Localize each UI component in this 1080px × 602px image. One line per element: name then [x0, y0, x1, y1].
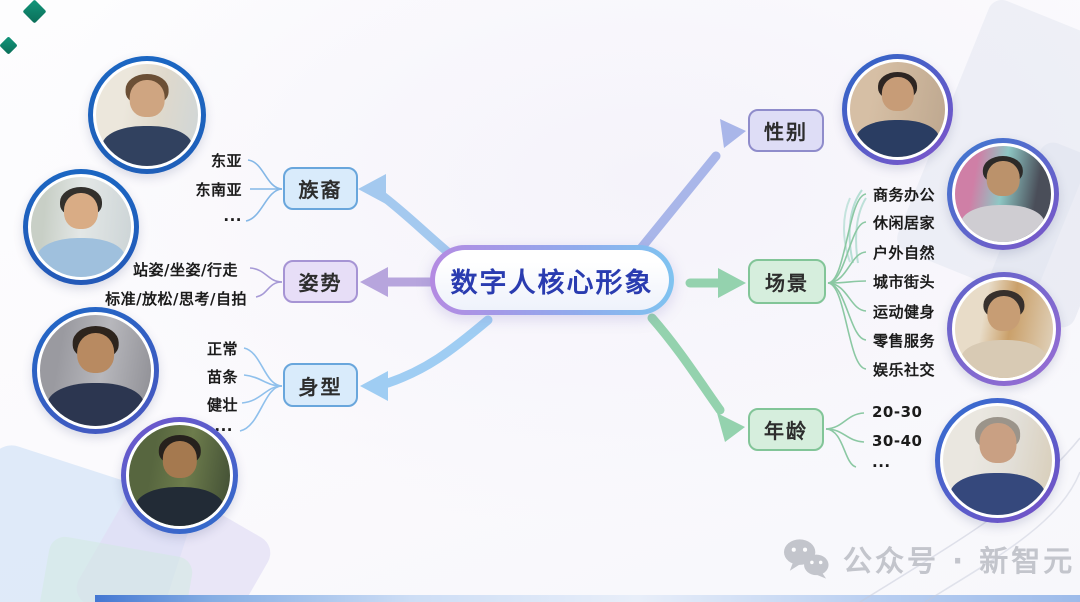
- leaf-scene-item: 城市街头: [873, 273, 936, 291]
- avatar-torso: [949, 472, 1046, 515]
- avatar-torso: [37, 238, 125, 277]
- avatar-photo: [940, 403, 1055, 518]
- leaf-body-type-item: 健壮: [206, 396, 238, 414]
- connector-scene: [827, 282, 867, 370]
- node-scene: 场景: [748, 259, 826, 304]
- avatar-face: [162, 441, 197, 478]
- avatar-woman-blue-pharmacy: [23, 169, 139, 285]
- connector-body-type: [239, 385, 283, 432]
- avatar-face: [987, 295, 1021, 331]
- avatar-torso: [960, 339, 1048, 378]
- watermark: 公众号 · 新智元: [783, 538, 1075, 580]
- avatar-torso: [102, 126, 192, 166]
- avatar-woman-navy-dress: [842, 54, 953, 165]
- leaf-pose-item: 标准/放松/思考/自拍: [105, 290, 247, 308]
- avatar-face: [76, 332, 115, 373]
- leaf-age-item: ...: [872, 453, 891, 471]
- node-ethnicity-label: 族裔: [298, 178, 343, 202]
- leaf-body-type-item: 正常: [206, 340, 238, 358]
- connector-scene: [827, 221, 867, 284]
- node-gender-label: 性别: [764, 120, 808, 144]
- leaf-ethnicity-item: 东南亚: [195, 181, 242, 199]
- avatar-face: [64, 193, 98, 229]
- node-age: 年龄: [748, 408, 824, 451]
- arrow-age: [647, 313, 745, 442]
- connector-ethnicity: [245, 188, 283, 222]
- arrow-body-type: [360, 315, 493, 401]
- avatar-man-navy-kitchen: [88, 56, 206, 174]
- leaf-ethnicity-item: 东亚: [210, 152, 242, 170]
- connector-age: [825, 428, 857, 468]
- node-body-type: 身型: [283, 363, 358, 407]
- avatar-photo: [126, 422, 233, 529]
- leaf-age-item: 20-30: [872, 403, 923, 421]
- connector-scene: [827, 251, 867, 284]
- node-age-label: 年龄: [764, 419, 808, 443]
- avatar-torso: [960, 204, 1046, 242]
- node-pose-label: 姿势: [298, 271, 343, 295]
- avatar-older-woman-cafe: [947, 272, 1061, 386]
- avatar-older-man-kitchen: [935, 398, 1060, 523]
- avatar-photo: [93, 61, 201, 169]
- connector-pose: [255, 281, 283, 298]
- grass-decoration: [843, 197, 851, 263]
- avatar-torso: [46, 382, 145, 426]
- connector-scene: [827, 193, 867, 284]
- leaf-scene-item: 零售服务: [873, 332, 936, 350]
- arrow-scene: [685, 268, 746, 298]
- node-scene-label: 场景: [765, 271, 809, 295]
- leaf-ethnicity-item: ...: [223, 207, 242, 225]
- leaf-scene-item: 运动健身: [873, 303, 936, 321]
- center-node: 数字人核心形象: [430, 245, 674, 315]
- bottom-gradient-bar: [95, 595, 1080, 602]
- avatar-face: [978, 423, 1017, 463]
- avatar-man-hoodie-graffiti: [947, 138, 1059, 250]
- avatar-woman-jacket-forest: [121, 417, 238, 534]
- connector-pose: [249, 267, 283, 283]
- connector-age: [825, 412, 865, 430]
- avatar-face: [881, 77, 914, 112]
- avatar-torso: [135, 486, 224, 526]
- avatar-photo: [952, 143, 1054, 245]
- leaf-scene-item: 休闲居家: [873, 214, 936, 232]
- center-node-label: 数字人核心形象: [450, 267, 654, 299]
- wechat-icon: [783, 539, 829, 579]
- node-ethnicity: 族裔: [283, 167, 358, 210]
- avatar-man-suit-street: [32, 307, 159, 434]
- node-body-type-label: 身型: [298, 374, 343, 399]
- avatar-photo: [37, 312, 154, 429]
- center-node-inner: 数字人核心形象: [435, 250, 669, 310]
- leaf-body-type-item: ...: [214, 417, 233, 435]
- node-gender: 性别: [748, 109, 824, 152]
- avatar-face: [129, 80, 165, 118]
- connector-body-type: [243, 347, 283, 387]
- avatar-face: [986, 161, 1020, 196]
- watermark-text: 公众号 · 新智元: [843, 544, 1076, 578]
- avatar-photo: [28, 174, 134, 280]
- leaf-scene-item: 商务办公: [873, 186, 936, 204]
- avatar-torso: [855, 119, 940, 157]
- connector-ethnicity: [247, 159, 283, 190]
- leaf-pose-item: 站姿/坐姿/行走: [133, 261, 238, 279]
- leaf-scene-item: 娱乐社交: [873, 361, 936, 379]
- leaf-body-type-item: 苗条: [206, 368, 238, 386]
- avatar-photo: [952, 277, 1056, 381]
- arc-decoration: [924, 471, 1080, 602]
- avatar-photo: [847, 59, 948, 160]
- connector-scene: [827, 282, 867, 341]
- leaf-scene-item: 户外自然: [873, 244, 936, 262]
- grass-decoration: [848, 189, 863, 264]
- arrow-gender: [633, 119, 746, 257]
- arrow-ethnicity: [358, 174, 455, 259]
- node-pose: 姿势: [283, 260, 358, 303]
- leaf-age-item: 30-40: [872, 432, 923, 450]
